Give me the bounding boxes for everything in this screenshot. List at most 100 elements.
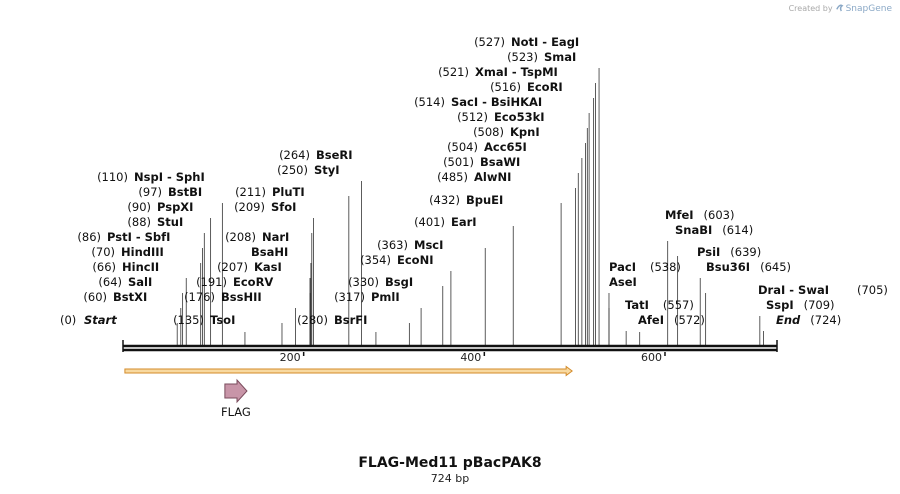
site-nari-position: (208) <box>225 230 256 244</box>
site-end-name: End <box>776 313 801 327</box>
site-bpuei-position: (432) <box>429 193 460 207</box>
site-saci-position: (514) <box>414 95 445 109</box>
site-alwni-position: (485) <box>437 170 468 184</box>
site-ecorv-position: (191) <box>196 275 227 289</box>
site-saci-name: SacI - BsiHKAI <box>451 95 542 109</box>
site-bstxi-position: (60) <box>83 290 107 304</box>
map-title: FLAG-Med11 pBacPAK8 <box>358 455 542 471</box>
site-hindiii-position: (70) <box>91 245 115 259</box>
site-sali-name: SalI <box>128 275 152 289</box>
site-bseri-name: BseRI <box>316 148 353 162</box>
site-tsoi-position: (135) <box>173 313 204 327</box>
site-bsu36i-name: Bsu36I <box>706 260 750 274</box>
site-nspi-name: NspI - SphI <box>134 170 205 184</box>
site-labels: Start(0)BstXI(60)SalI(64)HincII(66)HindI… <box>60 35 888 327</box>
site-econi-position: (354) <box>360 253 391 267</box>
site-drai-position: (705) <box>857 283 888 297</box>
site-kasi-position: (207) <box>217 260 248 274</box>
site-bsgi-name: BsgI <box>385 275 413 289</box>
site-mfei-position: (603) <box>704 208 735 222</box>
site-styi-position: (250) <box>277 163 308 177</box>
site-sspi-name: SspI <box>766 298 794 312</box>
site-asei-name: AseI <box>609 275 637 289</box>
ruler-label-400: 400 <box>460 351 481 364</box>
site-styi-name: StyI <box>314 163 340 177</box>
credit-prefix: Created by <box>788 4 833 13</box>
snapgene-credit: Created by SnapGene <box>789 3 892 14</box>
flag-arrow-shape <box>224 378 248 404</box>
site-connectors <box>176 68 764 345</box>
site-paci-position: (538) <box>650 260 681 274</box>
site-psti-position: (86) <box>77 230 101 244</box>
bp-ruler: 200 400 600 <box>280 351 666 364</box>
site-eari-position: (401) <box>414 215 445 229</box>
site-stui-position: (88) <box>127 215 151 229</box>
site-paci-name: PacI <box>609 260 636 274</box>
flag-label: FLAG <box>221 405 251 419</box>
credit-brand: SnapGene <box>845 3 892 14</box>
site-kpni-name: KpnI <box>510 125 540 139</box>
ruler-label-600: 600 <box>641 351 662 364</box>
site-kpni-position: (508) <box>473 125 504 139</box>
site-xmai-position: (521) <box>438 65 469 79</box>
site-smai-name: SmaI <box>544 50 576 64</box>
site-bstxi-name: BstXI <box>113 290 147 304</box>
site-xmai-name: XmaI - TspMI <box>475 65 558 79</box>
site-tsoi-name: TsoI <box>210 313 235 327</box>
site-noti-position: (527) <box>474 35 505 49</box>
site-sali-position: (64) <box>98 275 122 289</box>
site-econi-name: EcoNI <box>397 253 433 267</box>
site-stui-name: StuI <box>157 215 183 229</box>
site-ecori-position: (516) <box>490 80 521 94</box>
site-drai-name: DraI - SwaI <box>758 283 829 297</box>
orf-arrow-shape <box>124 365 573 377</box>
site-bpuei-name: BpuEI <box>466 193 503 207</box>
site-bsrfi-name: BsrFI <box>334 313 367 327</box>
site-bsawi-name: BsaWI <box>480 155 520 169</box>
site-pspxi-position: (90) <box>127 200 151 214</box>
ruler-label-200: 200 <box>280 351 301 364</box>
site-pmli-name: PmlI <box>371 290 400 304</box>
site-bstbi-position: (97) <box>138 185 162 199</box>
site-bsahi-name: BsaHI <box>251 245 288 259</box>
site-psii-name: PsiI <box>697 245 720 259</box>
site-start-position: (0) <box>60 313 76 327</box>
site-tati-position: (557) <box>663 298 694 312</box>
site-hindiii-name: HindIII <box>121 245 164 259</box>
dna-backbone <box>122 340 778 352</box>
site-bstbi-name: BstBI <box>168 185 202 199</box>
site-ecori-name: EcoRI <box>527 80 563 94</box>
site-pmli-position: (317) <box>334 290 365 304</box>
site-sspi-position: (709) <box>804 298 835 312</box>
site-bsawi-position: (501) <box>443 155 474 169</box>
site-start-name: Start <box>84 313 117 327</box>
site-mfei-name: MfeI <box>665 208 694 222</box>
site-sfoi-position: (209) <box>234 200 265 214</box>
site-snabi-name: SnaBI <box>675 223 712 237</box>
site-tati-name: TatI <box>625 298 649 312</box>
site-bseri-position: (264) <box>279 148 310 162</box>
site-bsrfi-position: (280) <box>297 313 328 327</box>
site-bsgi-position: (330) <box>348 275 379 289</box>
site-nspi-position: (110) <box>97 170 128 184</box>
site-snabi-position: (614) <box>722 223 753 237</box>
site-psii-position: (639) <box>730 245 761 259</box>
site-eco53ki-name: Eco53kI <box>494 110 545 124</box>
site-kasi-name: KasI <box>254 260 282 274</box>
site-afei-position: (572) <box>674 313 705 327</box>
site-afei-name: AfeI <box>638 313 664 327</box>
snapgene-logo-icon <box>835 3 844 14</box>
site-eari-name: EarI <box>451 215 477 229</box>
site-msci-position: (363) <box>377 238 408 252</box>
site-eco53ki-position: (512) <box>457 110 488 124</box>
site-noti-name: NotI - EagI <box>511 35 579 49</box>
site-msci-name: MscI <box>414 238 443 252</box>
site-sfoi-name: SfoI <box>271 200 296 214</box>
site-pluti-name: PluTI <box>272 185 305 199</box>
site-alwni-name: AlwNI <box>474 170 511 184</box>
site-acc65i-name: Acc65I <box>484 140 527 154</box>
site-pspxi-name: PspXI <box>157 200 193 214</box>
site-psti-name: PstI - SbfI <box>107 230 170 244</box>
site-bsshii-position: (176) <box>184 290 215 304</box>
